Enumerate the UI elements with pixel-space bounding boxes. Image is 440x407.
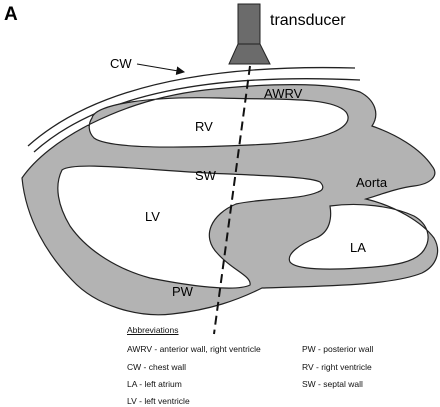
abbr-left-1: AWRV - anterior wall, right ventricle (127, 344, 261, 354)
rv-label: RV (195, 119, 213, 134)
abbreviations-title: Abbreviations (127, 325, 179, 335)
sw-label: SW (195, 168, 217, 183)
lv-label: LV (145, 209, 160, 224)
pw-label: PW (172, 284, 194, 299)
abbr-left-3: LA - left atrium (127, 379, 182, 389)
transducer-body (237, 3, 261, 45)
aorta-label: Aorta (356, 175, 388, 190)
heart-tissue (21, 84, 439, 316)
chest-wall-outer-line (27, 66, 356, 147)
cw-arrow (136, 63, 186, 76)
abbr-right-3: SW - septal wall (302, 379, 363, 389)
cw-label: CW (110, 56, 132, 71)
abbr-left-2: CW - chest wall (127, 362, 187, 372)
chest-wall-inner-line (33, 78, 361, 153)
panel-label: A (4, 4, 18, 25)
ultrasound-beam (213, 65, 251, 335)
la-label: LA (350, 240, 366, 255)
transducer-label: transducer (270, 12, 346, 29)
transducer-head (228, 43, 271, 65)
awrv-label: AWRV (264, 86, 303, 101)
abbr-right-1: PW - posterior wall (302, 344, 374, 354)
abbr-left-4: LV - left ventricle (127, 396, 190, 406)
abbr-right-2: RV - right ventricle (302, 362, 372, 372)
